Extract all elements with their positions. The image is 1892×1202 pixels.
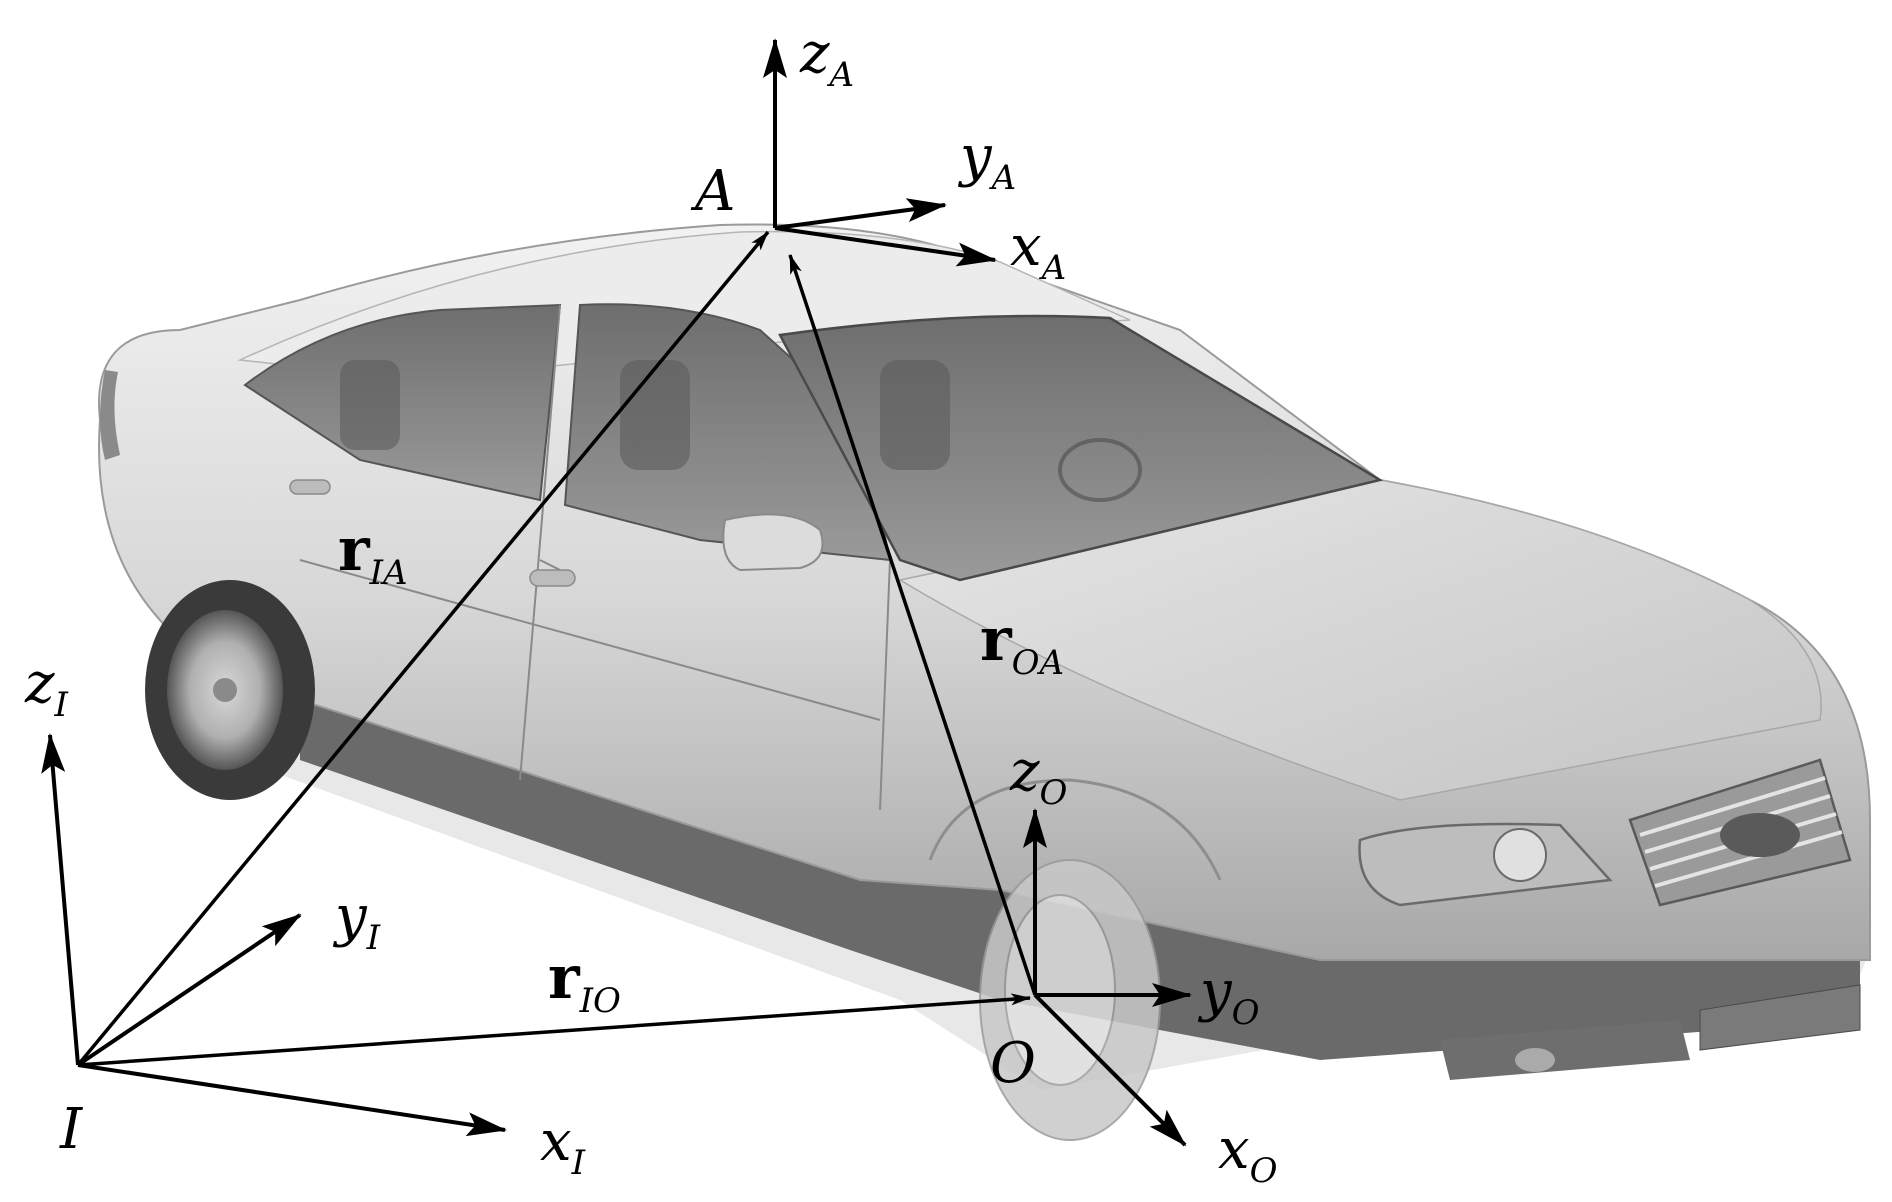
axis-label-y-inertial: yI (332, 884, 381, 958)
car-front-wheel-arch (928, 778, 1222, 881)
car-headlight (1358, 822, 1613, 907)
labels-layer: I xI yI zI O xO yO zO A xA yA zA (24, 21, 1278, 1191)
vector-r-io-arrow (77, 993, 1031, 1067)
car-rocker (300, 700, 1860, 1060)
axis-z-inertial-arrow (41, 733, 80, 1066)
car-door-seams (299, 304, 891, 811)
arrows-layer (41, 38, 1192, 1147)
vector-r-ia-arrow (76, 230, 770, 1067)
car-headlight-lamp (1493, 828, 1547, 882)
vector-label-r-io: rIO (548, 943, 621, 1021)
car-interior (340, 360, 1142, 502)
vector-label-r-oa: rOA (980, 605, 1064, 683)
vector-label-r-ia: rIA (338, 515, 408, 593)
origin-label-body: A (690, 159, 735, 224)
car-illustration (98, 223, 1871, 1141)
axis-label-x-wheel: xO (1218, 1117, 1278, 1191)
axis-label-z-body: zA (799, 21, 854, 95)
car-grille (1628, 758, 1852, 907)
car-rear-wheel (145, 580, 315, 800)
axis-label-x-inertial: xI (540, 1109, 586, 1183)
car-front-wheel (979, 859, 1161, 1141)
axis-x-body-arrow (774, 226, 997, 267)
axis-y-inertial-arrow (76, 913, 302, 1067)
origin-label-wheel: O (990, 1031, 1036, 1096)
vector-r-oa-arrow (788, 254, 1037, 996)
axis-label-x-body: xA (1010, 214, 1066, 288)
car-tail-light (100, 370, 120, 460)
axis-label-y-body: yA (957, 124, 1016, 198)
axis-label-y-wheel: yO (1197, 959, 1260, 1033)
origin-label-inertial: I (59, 1097, 84, 1162)
car-lower-grille (1440, 984, 1861, 1080)
car-side-mirror (722, 513, 824, 572)
axis-x-inertial-arrow (77, 1063, 507, 1137)
car-rear-window (243, 303, 562, 502)
axis-x-wheel-arrow (1033, 993, 1187, 1147)
axis-y-body-arrow (774, 198, 947, 230)
axis-label-z-wheel: zO (1009, 739, 1068, 813)
car-hood (897, 479, 1822, 801)
car-door-handles (289, 479, 576, 587)
axis-label-z-inertial: zI (24, 651, 69, 725)
